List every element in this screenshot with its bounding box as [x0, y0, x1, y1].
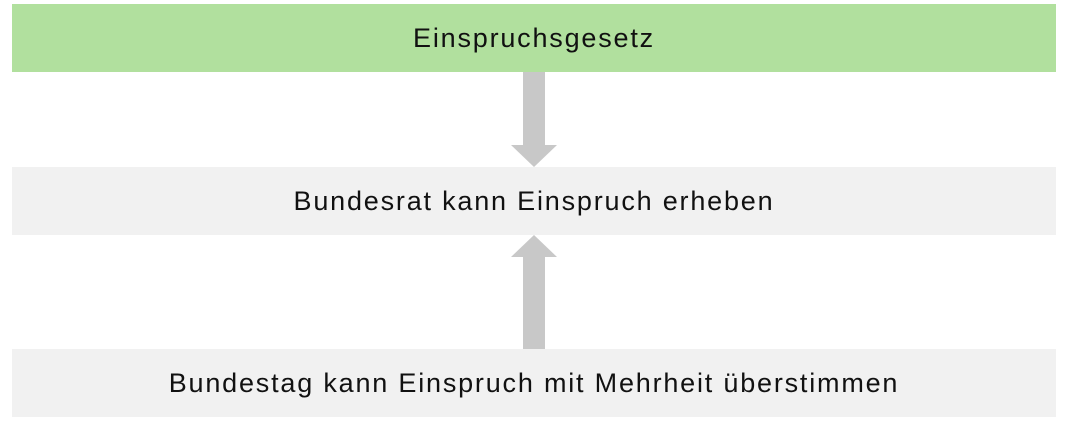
node-bundesrat-einspruch: Bundesrat kann Einspruch erheben	[12, 167, 1056, 235]
node-label: Bundestag kann Einspruch mit Mehrheit üb…	[168, 367, 900, 398]
node-label: Einspruchsgesetz	[413, 22, 655, 53]
arrow-up-icon	[511, 235, 557, 349]
arrow-down-icon	[511, 72, 557, 167]
node-einspruchsgesetz: Einspruchsgesetz	[12, 4, 1056, 72]
node-label: Bundesrat kann Einspruch erheben	[293, 185, 775, 216]
node-bundestag-ueberstimmen: Bundestag kann Einspruch mit Mehrheit üb…	[12, 349, 1056, 417]
